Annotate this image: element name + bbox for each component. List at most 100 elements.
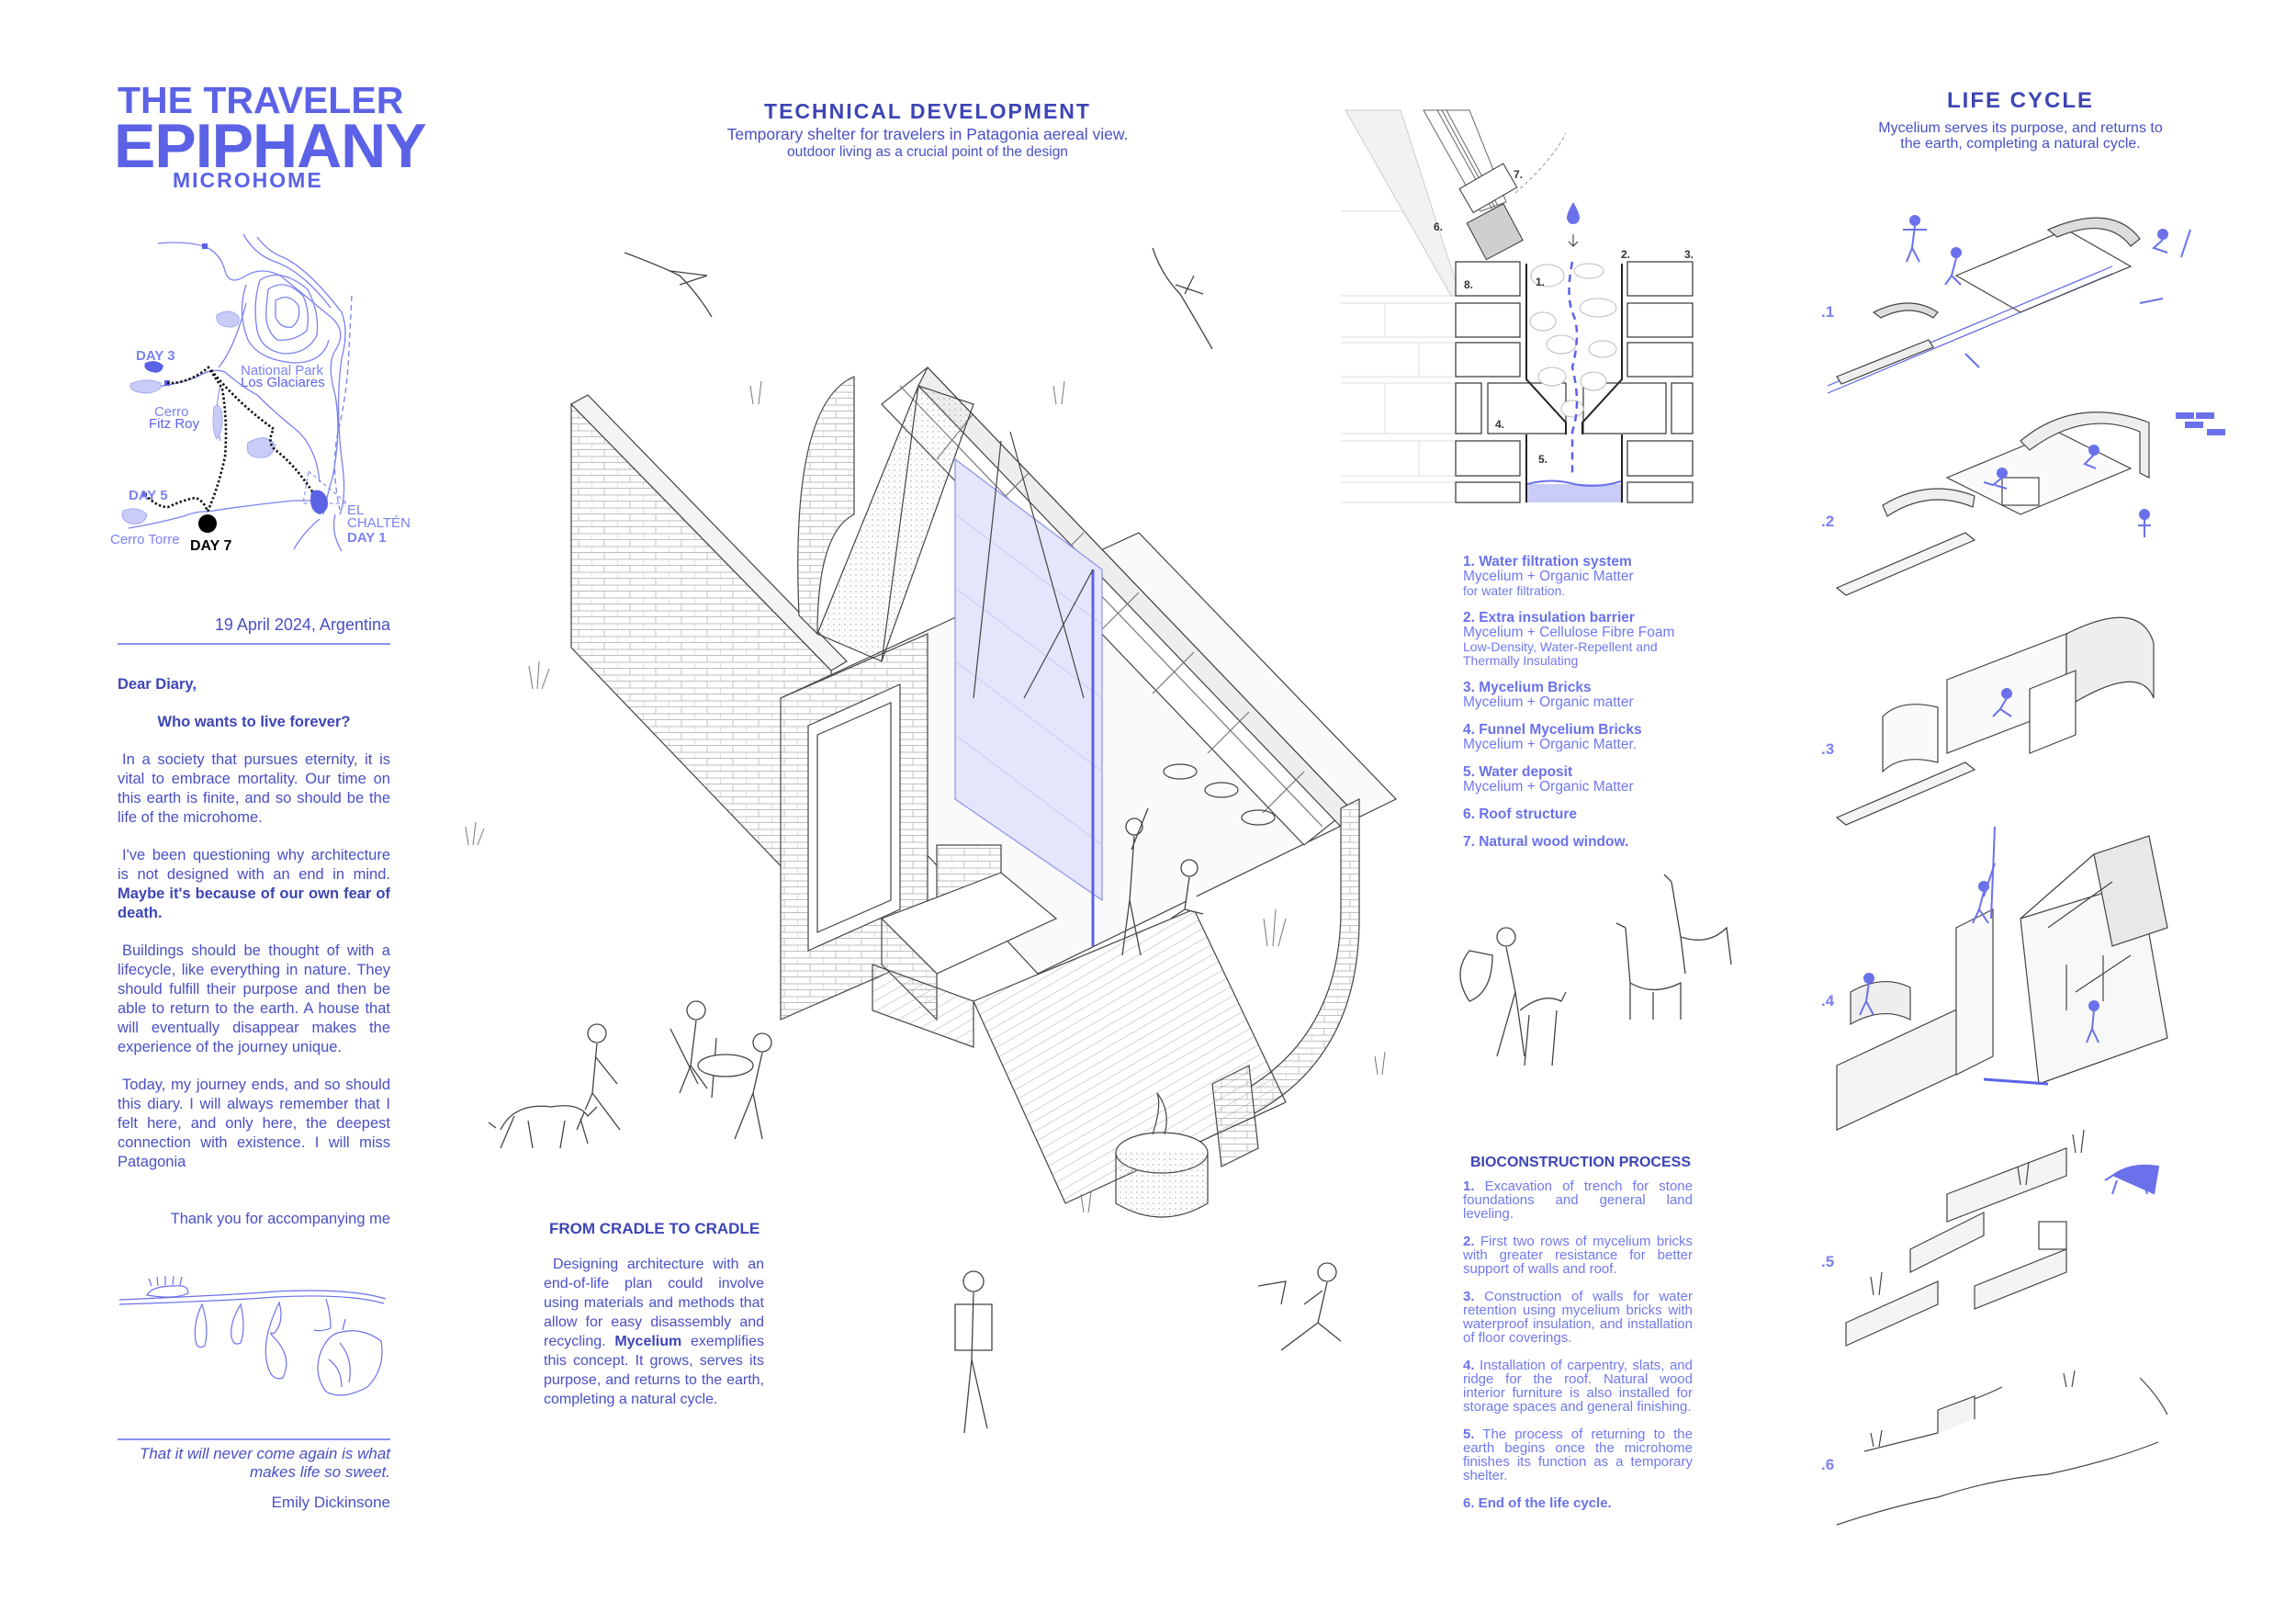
legend-title: 1. Water filtration system: [1463, 554, 1632, 570]
detail-label-7: 7.: [1514, 168, 1524, 181]
bio-step: 5. The process of returning to the earth…: [1463, 1427, 1693, 1483]
diary-date: 19 April 2024, Argentina: [214, 615, 390, 634]
person-figure: [734, 1032, 772, 1140]
detail-label-2: 2.: [1621, 248, 1631, 261]
legend-title: 5. Water deposit: [1463, 764, 1573, 780]
legend-item: 6. Roof structure: [1463, 807, 1702, 822]
legend-title: 7. Natural wood window.: [1463, 834, 1629, 850]
cradle-text-post: exemplifies this concept. It grows, serv…: [544, 1334, 764, 1407]
bio-step-num: 5.: [1463, 1427, 1475, 1442]
stage-4-drawing: [1836, 835, 2168, 1131]
stage-label-6: .6: [1821, 1456, 1835, 1473]
bio-step: 2. First two rows of mycelium bricks wit…: [1463, 1235, 1693, 1276]
person-figure: [1257, 1262, 1342, 1351]
diary-greeting: Dear Diary,: [118, 676, 197, 693]
stage-6-drawing: [1836, 1370, 2168, 1526]
bio-step-text: End of the life cycle.: [1474, 1495, 1612, 1511]
bio-step-text: Excavation of trench for stone foundatio…: [1463, 1179, 1693, 1222]
legend-title: 4. Funnel Mycelium Bricks: [1463, 722, 1642, 738]
stage-label-3: .3: [1821, 740, 1835, 758]
cow-figure: [2104, 1164, 2160, 1195]
title-line-2: EPIPHANY: [114, 111, 427, 181]
map-label-chalten-1: EL: [347, 502, 365, 518]
legend-title: 2. Extra insulation barrier: [1463, 610, 1635, 626]
diary-paragraph-3: Buildings should be thought of with a li…: [118, 942, 390, 1055]
map-label-fitzroy-1: Cerro: [154, 404, 189, 420]
technical-subtitle: Temporary shelter for travelers in Patag…: [643, 126, 1212, 161]
person-figure: [670, 1000, 717, 1099]
worker-figure: [2138, 509, 2151, 537]
worker-figure: [1972, 863, 1996, 924]
tool-icon: [2180, 229, 2191, 258]
tool-icon: [2139, 298, 2164, 304]
animal-figure: [1519, 991, 1567, 1066]
worker-figure: [1983, 468, 2008, 490]
detail-label-3: 3.: [1684, 248, 1694, 261]
arrow-down-icon: [1568, 234, 1579, 247]
person-figure: [1459, 927, 1525, 1057]
technical-title: TECHNICAL DEVELOPMENT: [764, 99, 1091, 123]
worker-figure: [2086, 1000, 2099, 1043]
bio-step: 1. Excavation of trench for stone founda…: [1463, 1179, 1693, 1221]
detail-label-6: 6.: [1434, 220, 1444, 233]
bioconstruction-title: BIOCONSTRUCTION PROCESS: [1469, 1155, 1691, 1170]
cradle-text-pre: Designing architecture with an end-of-li…: [544, 1257, 764, 1349]
title-line-3: MICROHOME: [173, 168, 323, 192]
quote-divider: [118, 1438, 390, 1440]
person-figure: [954, 1270, 993, 1434]
legend-title: 3. Mycelium Bricks: [1463, 680, 1592, 695]
bio-step-num: 1.: [1463, 1179, 1475, 1194]
title-line-1: THE TRAVELER: [118, 79, 404, 121]
map-label-park-1: National Park: [241, 363, 324, 378]
legend-line: Mycelium + Organic Matter: [1463, 779, 1634, 795]
diary-question: Who wants to live forever?: [157, 714, 351, 730]
bioconstruction-steps: 1. Excavation of trench for stone founda…: [1463, 1179, 1693, 1524]
legend-line: Mycelium + Organic matter: [1463, 694, 1634, 710]
diary-paragraph-4: Today, my journey ends, and so should th…: [118, 1077, 390, 1170]
divider: [118, 643, 390, 645]
map-label-day7: DAY 7: [190, 538, 232, 554]
stage-3-drawing: [1835, 616, 2155, 826]
bird-figure: [1152, 247, 1213, 350]
detail-label-4: 4.: [1495, 418, 1505, 431]
bio-step-num: 6.: [1463, 1495, 1475, 1511]
stage-1-drawing: [1827, 217, 2141, 394]
person-figure: [1170, 859, 1204, 919]
life-cycle-subtitle-2: the earth, completing a natural cycle.: [1900, 136, 2141, 152]
life-cycle-title: LIFE CYCLE: [1946, 88, 2094, 113]
worker-figure: [1944, 247, 1962, 286]
worker-figure: [2152, 229, 2168, 254]
bio-step-num: 3.: [1463, 1289, 1475, 1304]
legend-line: Mycelium + Organic Matter.: [1463, 737, 1638, 752]
map-label-chalten-2: CHALTÉN: [347, 515, 411, 531]
quote-text: That it will never come again is what ma…: [139, 1445, 390, 1481]
brick-stack-icon: [2176, 412, 2225, 435]
map-label-day3: DAY 3: [136, 348, 175, 364]
legend-item: 7. Natural wood window.: [1463, 835, 1702, 850]
legend-line: for water filtration.: [1463, 583, 1566, 598]
day7-marker: [198, 514, 217, 533]
detail-label-8: 8.: [1464, 278, 1474, 291]
life-cycle-subtitle-1: Mycelium serves its purpose, and returns…: [1878, 120, 2163, 136]
map-label-cerro-torre: Cerro Torre: [110, 532, 180, 547]
map-label-park-2: Los Glaciares: [241, 375, 325, 390]
stage-label-2: .2: [1821, 513, 1835, 530]
bio-step-num: 4.: [1463, 1358, 1475, 1373]
life-cycle-subtitle: Mycelium serves its purpose, and returns…: [1855, 120, 2186, 152]
technical-subtitle-2: outdoor living as a crucial point of the…: [787, 144, 1068, 160]
legend-line: Mycelium + Organic Matter: [1463, 569, 1634, 584]
legend-line: Mycelium + Cellulose Fibre Foam: [1463, 625, 1675, 640]
map-label-fitzroy-2: Fitz Roy: [149, 416, 200, 432]
bird-figure: [624, 252, 713, 318]
llama-figure: [1663, 874, 1732, 975]
llama-figure: [1615, 922, 1682, 1020]
bio-step-text: The process of returning to the earth be…: [1463, 1427, 1693, 1483]
stage-5-drawing: [1845, 1129, 2085, 1347]
detail-label-1: 1.: [1536, 276, 1546, 288]
